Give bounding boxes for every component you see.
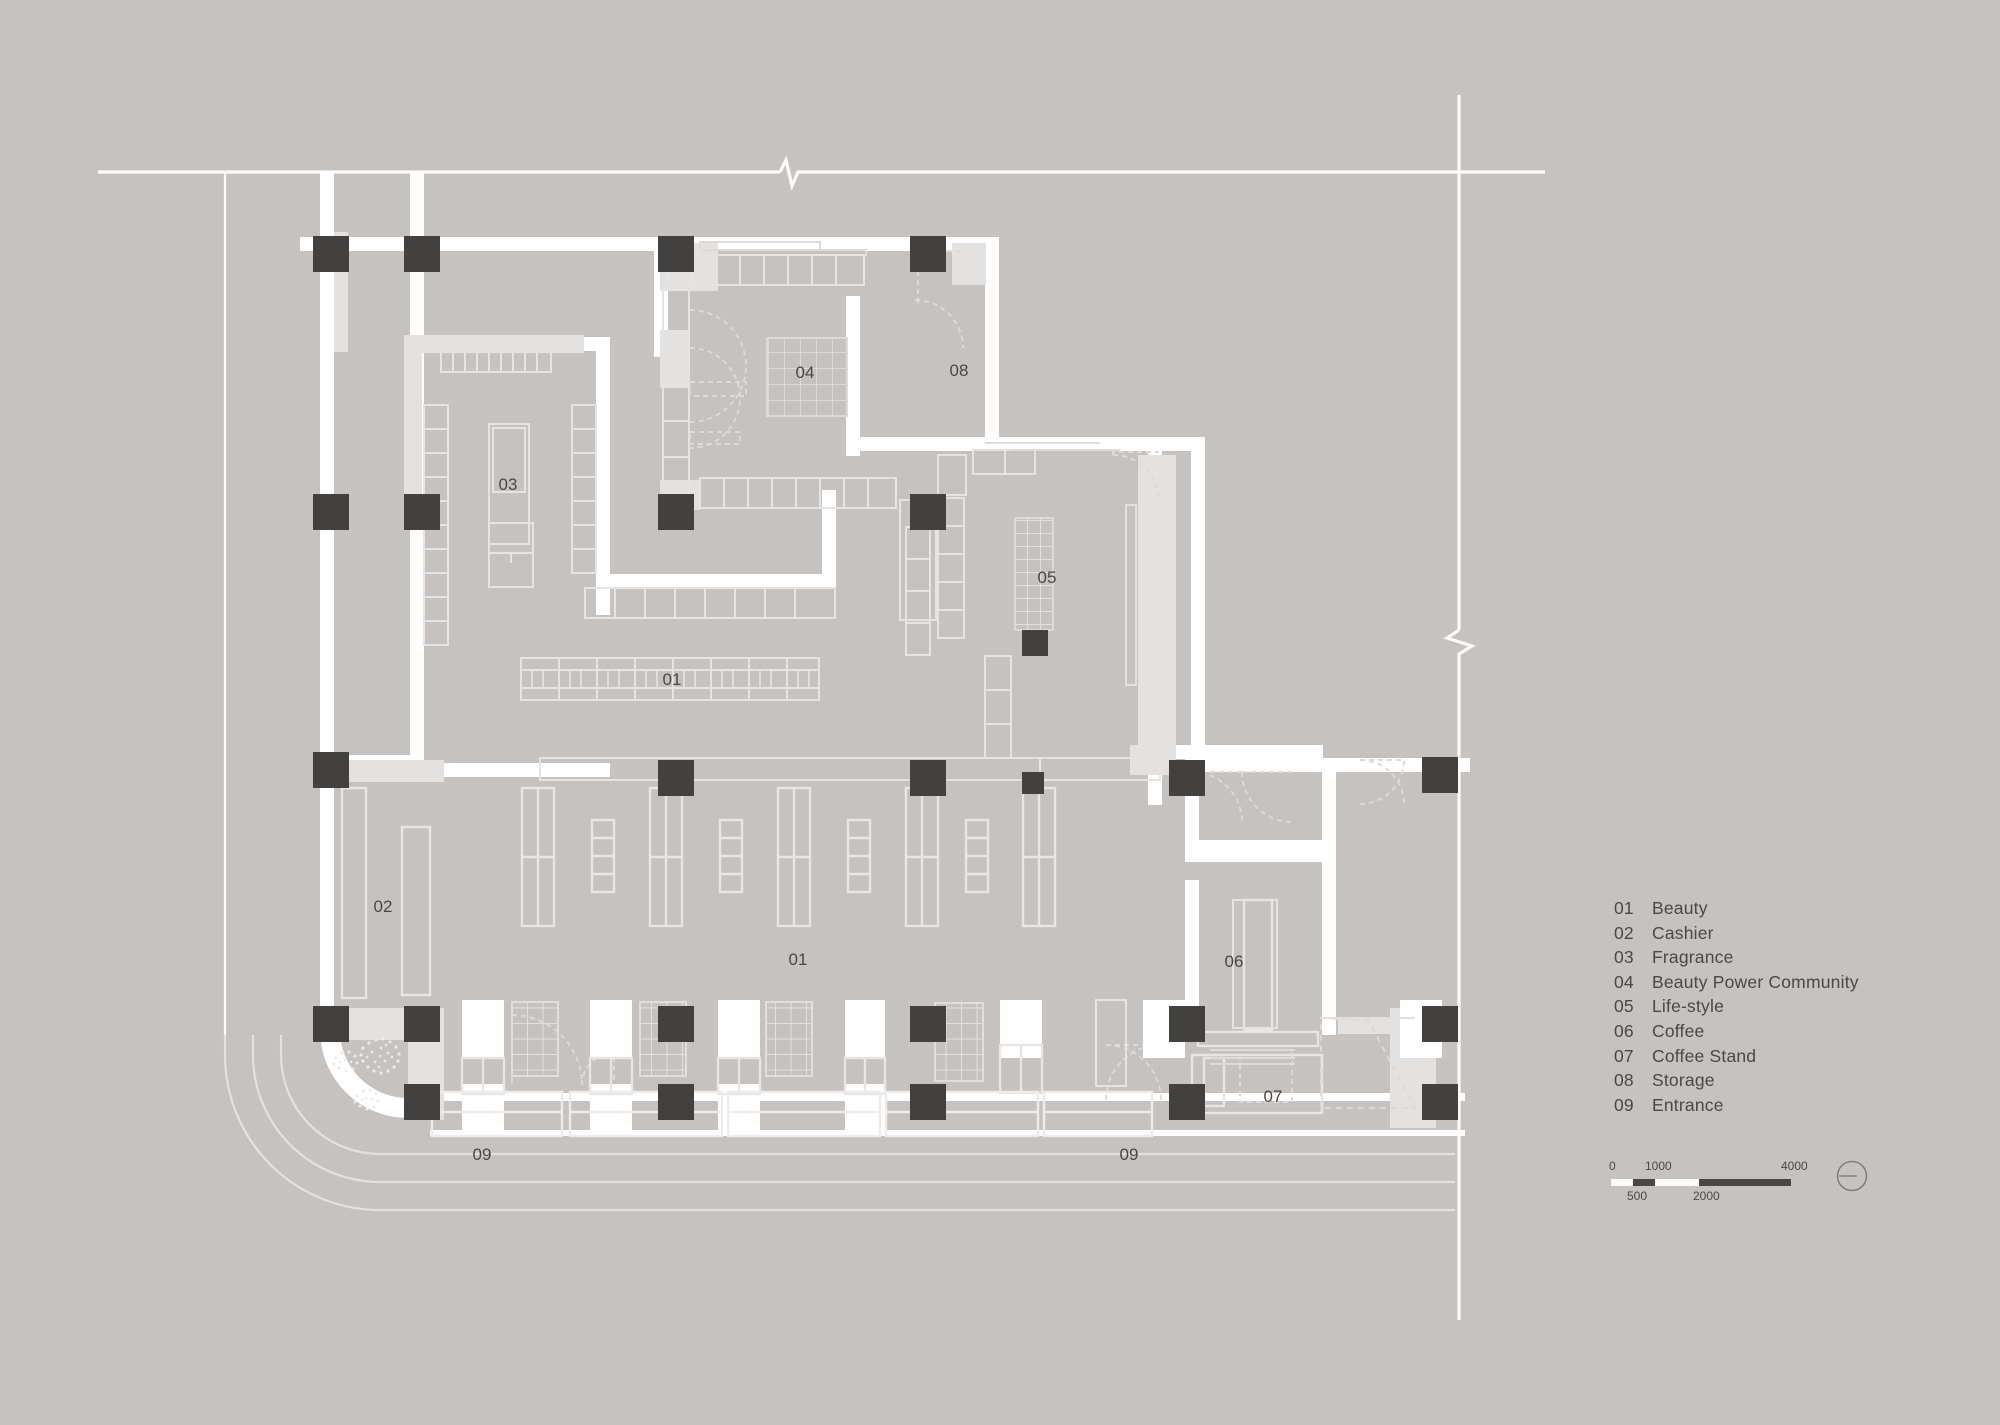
scale-label-top: 0 (1609, 1159, 1616, 1173)
legend-number: 01 (1614, 898, 1634, 918)
legend-item-05: 05 Life-style (1614, 994, 1859, 1019)
legend-item-03: 03 Fragrance (1614, 945, 1859, 970)
legend-item-01: 01 Beauty (1614, 896, 1859, 921)
scale-segment-white (1611, 1179, 1633, 1186)
room-label-03: 03 (499, 475, 518, 494)
planting-symbols (332, 1037, 401, 1111)
legend-number: 09 (1614, 1094, 1634, 1115)
room-number-labels: 01 01 02 03 04 05 06 07 08 09 09 (374, 361, 1283, 1164)
scale-segment-dark (1633, 1179, 1655, 1186)
fixture-west-shelf-run (662, 289, 690, 530)
room-label-08: 08 (950, 361, 969, 380)
legend-label: Coffee Stand (1652, 1045, 1757, 1066)
legend-number: 04 (1614, 971, 1634, 992)
store-fixtures (340, 241, 1442, 1138)
scale-label-top: 1000 (1645, 1159, 1672, 1173)
fixture-01-counter (520, 657, 820, 701)
legend-item-09: 09 Entrance (1614, 1093, 1859, 1118)
legend-item-04: 04 Beauty Power Community (1614, 970, 1859, 995)
scale-label-bottom: 500 (1627, 1189, 1648, 1203)
site-reference-lines (98, 95, 1545, 1320)
room-label-01-lower: 01 (789, 950, 808, 969)
fixture-08-storage (937, 454, 967, 496)
room-label-05: 05 (1038, 568, 1057, 587)
room-label-01-center: 01 (663, 670, 682, 689)
legend-item-06: 06 Coffee (1614, 1019, 1859, 1044)
fixture-02-cashier (340, 786, 432, 1000)
structural-columns (313, 236, 1458, 1120)
legend-number: 06 (1614, 1020, 1634, 1041)
fixture-gondolas (520, 786, 1057, 928)
legend: 01 Beauty 02 Cashier 03 Fragrance 04 Beauty Pow… (1614, 896, 1859, 1117)
legend-label: Storage (1652, 1070, 1715, 1091)
room-label-02: 02 (374, 897, 393, 916)
legend-number: 05 (1614, 996, 1634, 1017)
legend-number: 07 (1614, 1045, 1634, 1066)
fixture-05 (905, 442, 1137, 759)
legend-number: 08 (1614, 1070, 1634, 1091)
north-arrow-icon (1836, 1160, 1868, 1192)
legend-item-08: 08 Storage (1614, 1068, 1859, 1093)
scale-segment-dark (1699, 1179, 1791, 1186)
legend-number: 03 (1614, 947, 1634, 968)
legend-label: Life-style (1652, 996, 1725, 1017)
legend-label: Cashier (1652, 922, 1714, 943)
room-label-04: 04 (796, 363, 815, 382)
legend-item-02: 02 Cashier (1614, 921, 1859, 946)
legend-label: Beauty Power Community (1652, 971, 1859, 992)
room-label-09-right: 09 (1120, 1145, 1139, 1164)
scale-label-bottom: 2000 (1693, 1189, 1720, 1203)
scale-segment-white (1655, 1179, 1699, 1186)
room-label-06: 06 (1225, 952, 1244, 971)
room-label-09-left: 09 (473, 1145, 492, 1164)
fixture-gondola-rail (539, 757, 1161, 781)
sidewalk-curves (223, 1035, 1455, 1212)
legend-label: Beauty (1652, 898, 1708, 918)
legend-number: 02 (1614, 922, 1634, 943)
scale-label-top: 4000 (1781, 1159, 1808, 1173)
fixture-03-shelving (423, 349, 836, 646)
legend-label: Fragrance (1652, 947, 1734, 968)
room-label-07: 07 (1264, 1087, 1283, 1106)
legend-label: Coffee (1652, 1020, 1705, 1041)
fixture-north-shelves (667, 241, 897, 509)
legend-label: Entrance (1652, 1094, 1724, 1115)
fixture-04-grid (766, 337, 848, 417)
legend-item-07: 07 Coffee Stand (1614, 1044, 1859, 1069)
fixture-storefront-bays (430, 1000, 1442, 1138)
